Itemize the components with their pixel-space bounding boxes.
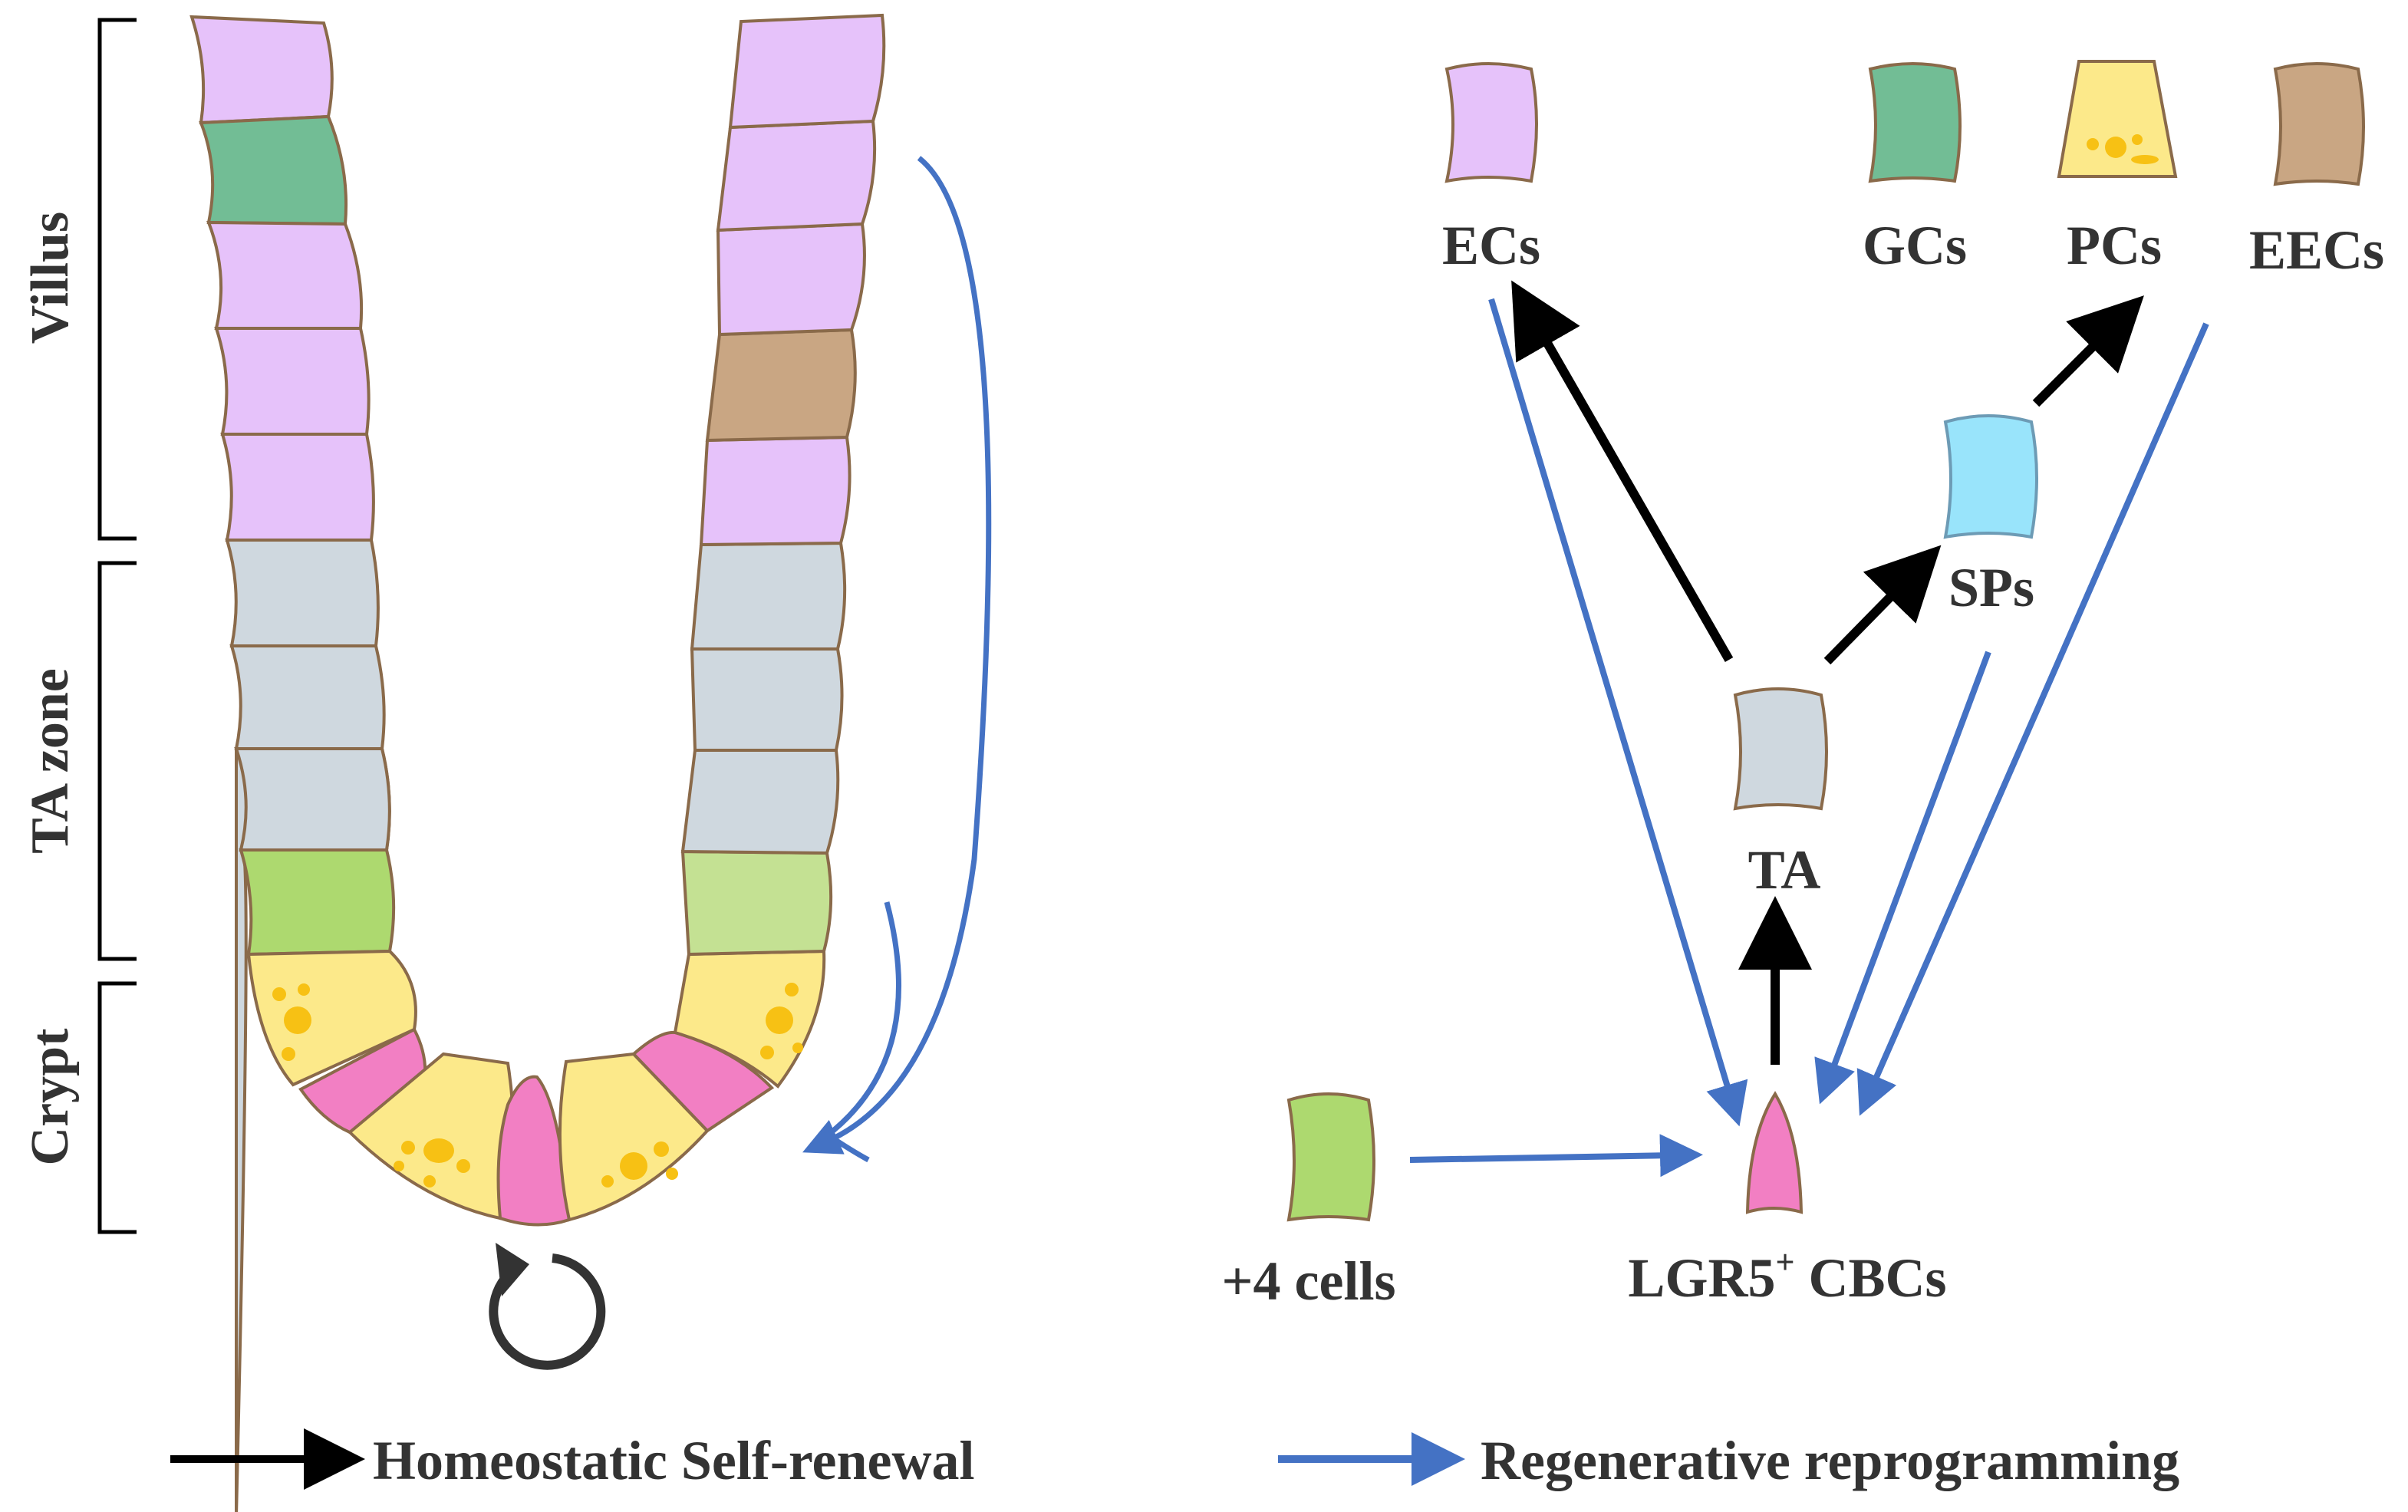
ec-cell	[699, 435, 852, 547]
sps-label: SPs	[1948, 557, 2034, 618]
plus4-icon	[1286, 1092, 1375, 1222]
ec-cell	[189, 15, 334, 125]
cbc-cell	[496, 1075, 572, 1227]
plus4-cell	[239, 848, 396, 957]
legend-homeostatic-label: Homeostatic Self-renewal	[373, 1430, 974, 1491]
crypt-bracket	[97, 981, 137, 1234]
ta-cell	[690, 541, 847, 651]
ta-cell	[680, 749, 840, 855]
ec-cell	[716, 119, 877, 232]
lineage-tree: ECs GCs PCs EECs SPs TA +4 cells LGR5+ C…	[1222, 60, 2384, 1312]
ta-cell	[225, 539, 380, 647]
ec-icon	[1444, 62, 1538, 183]
arrow-eecs-to-cbc	[1856, 322, 2209, 1116]
reprogramming-arc-tail	[827, 1133, 870, 1163]
ta-zone-label: TA zone	[21, 668, 80, 854]
reprogramming-arc-short	[823, 901, 901, 1139]
regenerative-arrows	[1409, 298, 2209, 1178]
cbc-label-tail: CBCs	[1795, 1247, 1947, 1309]
homeostatic-arrows	[1511, 280, 2144, 1065]
villus-label: Villus	[21, 212, 80, 344]
eec-icon	[2273, 62, 2365, 186]
ec-cell	[206, 220, 364, 330]
plus4-cell	[680, 849, 833, 957]
arrow-plus4-to-cbc	[1409, 1134, 1703, 1178]
ta-label: TA	[1748, 839, 1821, 901]
arrow-ecs-to-cbc	[1488, 298, 1748, 1127]
reprogramming-arc-long	[802, 156, 992, 1155]
ec-cell	[728, 13, 886, 130]
gc-icon	[1868, 62, 1962, 183]
arrow-ta-to-sps	[1823, 545, 1942, 665]
villus-bracket	[97, 18, 137, 541]
ta-zone-bracket	[97, 561, 137, 961]
pc-icon-granules	[2087, 134, 2159, 164]
ta-cell	[234, 747, 391, 852]
crypt-villus-structure	[189, 13, 992, 1512]
gc-cell	[199, 114, 348, 226]
eec-cell	[705, 328, 857, 443]
arrow-ta-to-ecs	[1511, 280, 1734, 662]
arrow-sps-to-cbc	[1814, 651, 1991, 1105]
legend-regenerative-label: Regenerative reprogramming	[1481, 1430, 2179, 1491]
ec-cell	[214, 327, 371, 436]
paneth-granules	[272, 983, 803, 1188]
cbc-label: LGR5+ CBCs	[1628, 1244, 1946, 1309]
sp-icon	[1943, 414, 2038, 539]
ec-cell	[220, 433, 375, 542]
eecs-label: EECs	[2249, 219, 2384, 281]
gcs-label: GCs	[1863, 215, 1967, 276]
ta-cell	[690, 647, 844, 752]
cbc-icon	[1745, 1091, 1804, 1214]
crypt-label: Crypt	[21, 1029, 80, 1166]
arrow-sps-to-pcs	[2032, 295, 2144, 407]
zone-brackets	[97, 18, 137, 1234]
ta-cell	[229, 644, 386, 750]
legend: Homeostatic Self-renewal Regenerative re…	[170, 1428, 2179, 1491]
pcs-label: PCs	[2067, 215, 2162, 276]
ec-cell	[716, 222, 866, 337]
plus4-label: +4 cells	[1222, 1250, 1396, 1312]
self-renewal-cycle-icon	[489, 1243, 606, 1370]
ta-icon	[1733, 687, 1828, 811]
ecs-label: ECs	[1442, 215, 1540, 276]
cbc-label-main: LGR5	[1628, 1247, 1775, 1309]
cbc-label-superscript: +	[1775, 1244, 1794, 1281]
